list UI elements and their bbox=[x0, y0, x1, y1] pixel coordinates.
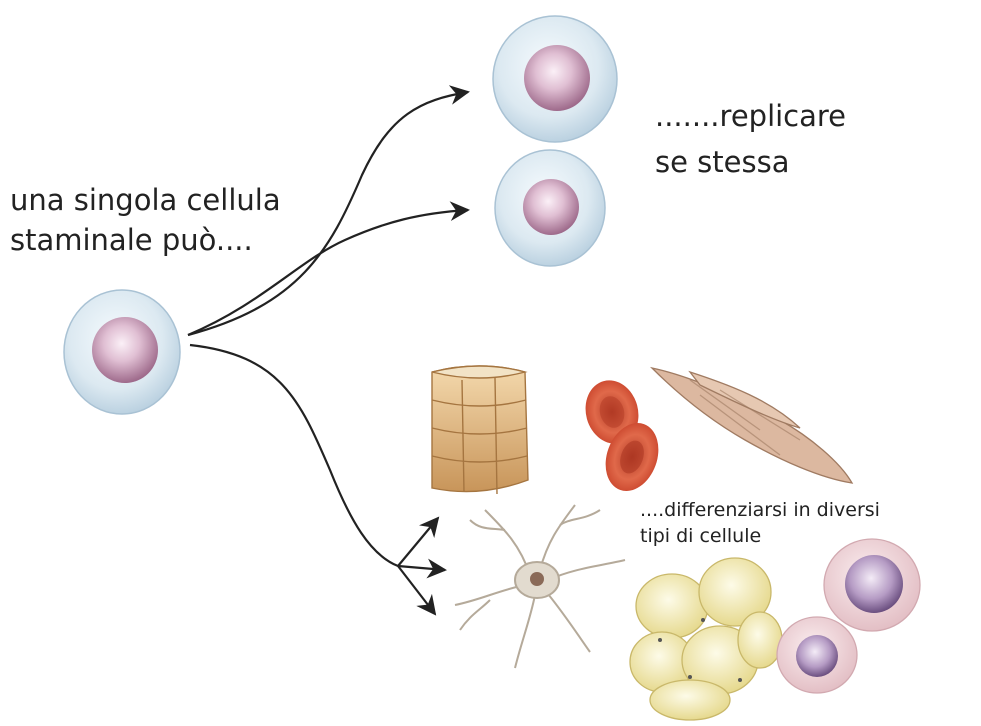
stem-cell-nucleus bbox=[92, 317, 158, 383]
stem-cell-label: una singola cellula staminale può.... bbox=[10, 180, 281, 260]
replicate-label: .......replicare se stessa bbox=[655, 93, 846, 185]
white-blood-cell-small bbox=[777, 617, 857, 693]
arrow-branch-up bbox=[398, 518, 438, 566]
differentiate-label-line1: ....differenziarsi in diversi bbox=[640, 497, 880, 523]
smooth-muscle-cells bbox=[652, 368, 852, 483]
replicated-cell-bottom bbox=[495, 150, 605, 266]
arrow-to-differentiation bbox=[190, 345, 398, 566]
fat-cells bbox=[630, 558, 782, 720]
stem-cell-label-line1: una singola cellula bbox=[10, 180, 281, 220]
neuron-cell bbox=[455, 505, 625, 668]
arrows bbox=[188, 92, 468, 614]
red-blood-cells bbox=[579, 374, 668, 498]
white-blood-cell-large bbox=[824, 539, 920, 631]
arrow-branch-down bbox=[398, 566, 435, 614]
muscle-tissue-block bbox=[432, 366, 528, 494]
differentiate-label-line2: tipi di cellule bbox=[640, 523, 880, 549]
differentiate-label: ....differenziarsi in diversi tipi di ce… bbox=[640, 497, 880, 549]
replicated-cell-top bbox=[493, 16, 617, 142]
stem-cell-origin bbox=[64, 290, 180, 414]
stem-cell-label-line2: staminale può.... bbox=[10, 220, 281, 260]
arrow-branch-right bbox=[398, 566, 445, 570]
replicate-label-line1: .......replicare bbox=[655, 93, 846, 139]
replicate-label-line2: se stessa bbox=[655, 139, 846, 185]
